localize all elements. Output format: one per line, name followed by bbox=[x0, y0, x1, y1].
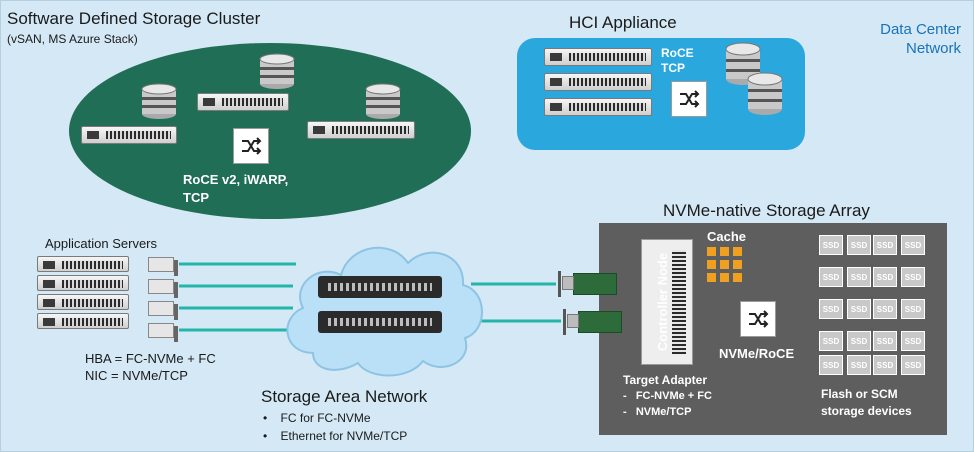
hci-server-2 bbox=[544, 73, 652, 91]
san-bullet-2: • Ethernet for NVMe/TCP bbox=[263, 429, 408, 443]
nic-definition: NIC = NVMe/TCP bbox=[85, 368, 188, 383]
san-title: Storage Area Network bbox=[261, 387, 428, 406]
array-title: NVMe-native Storage Array bbox=[663, 201, 870, 220]
target-adapter-card-1 bbox=[558, 271, 617, 297]
sds-server-2 bbox=[197, 93, 289, 111]
target-adapter-card-2 bbox=[563, 309, 622, 335]
hci-switch-icon bbox=[671, 81, 707, 117]
hci-database-icon-2 bbox=[747, 72, 783, 115]
san-cloud-icon bbox=[286, 246, 483, 377]
app-server-1 bbox=[37, 256, 129, 272]
san-switch-2 bbox=[318, 311, 442, 333]
cache-grid bbox=[707, 247, 747, 287]
controller-node-label: Controller Node bbox=[655, 252, 670, 352]
server-nic-1 bbox=[148, 257, 178, 276]
array-switch-icon bbox=[740, 301, 776, 337]
sds-protocols: RoCE v2, iWARP, TCP bbox=[183, 172, 289, 205]
app-server-4 bbox=[37, 313, 129, 329]
hci-protocols: RoCE TCP bbox=[661, 46, 694, 75]
cache-label: Cache bbox=[707, 229, 747, 244]
sds-server-3 bbox=[307, 121, 415, 139]
server-nic-4 bbox=[148, 323, 178, 342]
app-server-3 bbox=[37, 294, 129, 310]
target-adapter-item-2: - NVMe/TCP bbox=[623, 406, 692, 418]
server-nic-3 bbox=[148, 301, 178, 320]
sds-database-icon-2 bbox=[259, 53, 295, 89]
target-adapter-item-1: - FC-NVMe + FC bbox=[623, 390, 712, 402]
app-server-2 bbox=[37, 275, 129, 291]
flash-storage-label: Flash or SCM storage devices bbox=[821, 387, 912, 418]
sds-database-icon-3 bbox=[365, 83, 401, 119]
controller-node bbox=[641, 239, 693, 365]
san-switch-1 bbox=[318, 276, 442, 298]
array-fabric-label: NVMe/RoCE bbox=[719, 346, 795, 361]
hci-server-3 bbox=[544, 98, 652, 116]
sds-database-icon-1 bbox=[141, 83, 177, 119]
sds-server-1 bbox=[81, 126, 177, 144]
target-adapter-heading: Target Adapter bbox=[623, 373, 708, 387]
hci-server-1 bbox=[544, 48, 652, 66]
sds-switch-icon bbox=[233, 128, 269, 164]
data-center-network-label: Data Center Network bbox=[880, 21, 961, 57]
hba-definition: HBA = FC-NVMe + FC bbox=[85, 351, 216, 366]
sds-cluster-title: Software Defined Storage Cluster bbox=[7, 9, 261, 28]
application-servers-title: Application Servers bbox=[45, 236, 157, 251]
ssd-grid: SSD SSD SSD SSD SSD SSD SSD SSD SSD SSD … bbox=[815, 231, 939, 381]
san-bullet-1: • FC for FC-NVMe bbox=[263, 411, 371, 425]
hci-title: HCI Appliance bbox=[569, 13, 677, 32]
server-nic-2 bbox=[148, 279, 178, 298]
sds-cluster-subtitle: (vSAN, MS Azure Stack) bbox=[7, 32, 138, 46]
